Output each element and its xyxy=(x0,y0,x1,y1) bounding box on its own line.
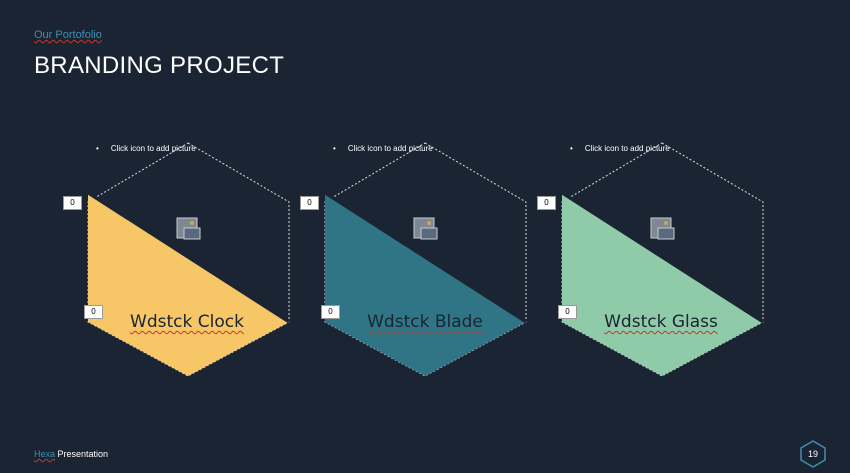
hex-diagonal xyxy=(87,191,290,324)
placeholder-text: Click icon to add picture xyxy=(347,144,433,153)
picture-icon[interactable] xyxy=(176,217,201,240)
badge-top-3[interactable]: 0 xyxy=(537,196,556,210)
card-glass[interactable] xyxy=(561,142,764,377)
hex-diagonal xyxy=(324,191,527,324)
picture-icon[interactable] xyxy=(413,217,438,240)
footer-text: Presentation xyxy=(57,449,109,459)
bullet-icon: • xyxy=(96,144,99,153)
badge-bottom-3[interactable]: 0 xyxy=(558,305,577,319)
subtitle-text: Our Portofolio xyxy=(34,29,102,41)
page-number: 19 xyxy=(807,449,818,459)
card-label-blade[interactable]: Wdstck Blade xyxy=(345,312,505,332)
bullet-icon: • xyxy=(333,144,336,153)
slide-subtitle: Our Portofolio xyxy=(34,29,102,41)
page-number-badge: 19 xyxy=(800,440,826,468)
card-label-clock[interactable]: Wdstck Clock xyxy=(107,312,267,332)
hex-fill-glass xyxy=(562,193,763,376)
card-label-glass[interactable]: Wdstck Glass xyxy=(581,312,741,332)
placeholder-text: Click icon to add picture xyxy=(110,144,196,153)
hex-fill-blade xyxy=(325,193,526,376)
picture-icon[interactable] xyxy=(650,217,675,240)
footer: Hexa Presentation xyxy=(34,449,108,459)
label-text: Wdstck Blade xyxy=(367,312,483,332)
card-clock[interactable] xyxy=(87,142,290,377)
hex-fill-clock xyxy=(88,193,289,376)
hexagon-icon xyxy=(800,440,826,468)
label-text: Wdstck Clock xyxy=(130,312,244,332)
placeholder-text: Click icon to add picture xyxy=(584,144,670,153)
badge-top-2[interactable]: 0 xyxy=(300,196,319,210)
badge-bottom-2[interactable]: 0 xyxy=(321,305,340,319)
badge-top-1[interactable]: 0 xyxy=(63,196,82,210)
footer-brand: Hexa xyxy=(34,449,56,459)
hex-diagonal xyxy=(561,191,764,324)
label-text: Wdstck Glass xyxy=(604,312,718,332)
badge-bottom-1[interactable]: 0 xyxy=(84,305,103,319)
picture-placeholder-3[interactable]: • Click icon to add picture xyxy=(570,144,670,153)
picture-placeholder-1[interactable]: • Click icon to add picture xyxy=(96,144,196,153)
card-blade[interactable] xyxy=(324,142,527,377)
slide-title: BRANDING PROJECT xyxy=(34,52,285,79)
bullet-icon: • xyxy=(570,144,573,153)
picture-placeholder-2[interactable]: • Click icon to add picture xyxy=(333,144,433,153)
